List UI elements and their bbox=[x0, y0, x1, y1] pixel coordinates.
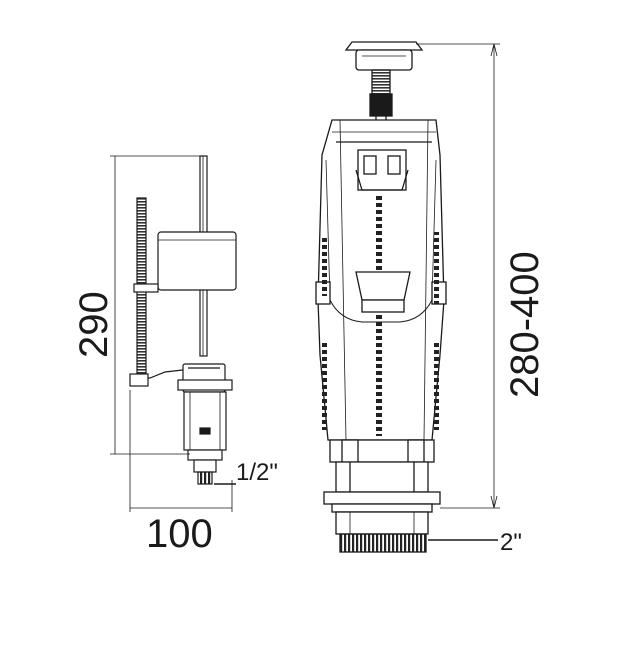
outlet-thread bbox=[339, 533, 427, 553]
flange bbox=[323, 491, 441, 505]
inlet-thread bbox=[197, 471, 213, 485]
fill-valve-dimensions bbox=[110, 155, 236, 512]
flush-valve bbox=[315, 41, 447, 553]
float-cup bbox=[157, 231, 237, 291]
fill-valve-height-label: 290 bbox=[72, 291, 116, 358]
valve-body bbox=[183, 391, 227, 451]
fill-valve-width-label: 100 bbox=[146, 512, 213, 556]
flush-valve-dimensions bbox=[416, 43, 500, 541]
flush-valve-chains bbox=[322, 196, 439, 436]
flush-valve-outlet-label: 2" bbox=[500, 529, 522, 556]
fill-valve-inlet-label: 1/2" bbox=[236, 459, 278, 486]
fill-valve bbox=[129, 155, 237, 485]
rod-bracket bbox=[133, 283, 159, 293]
flush-valve-height-label: 280-400 bbox=[503, 251, 547, 398]
float bbox=[355, 271, 411, 301]
push-button bbox=[344, 41, 424, 51]
